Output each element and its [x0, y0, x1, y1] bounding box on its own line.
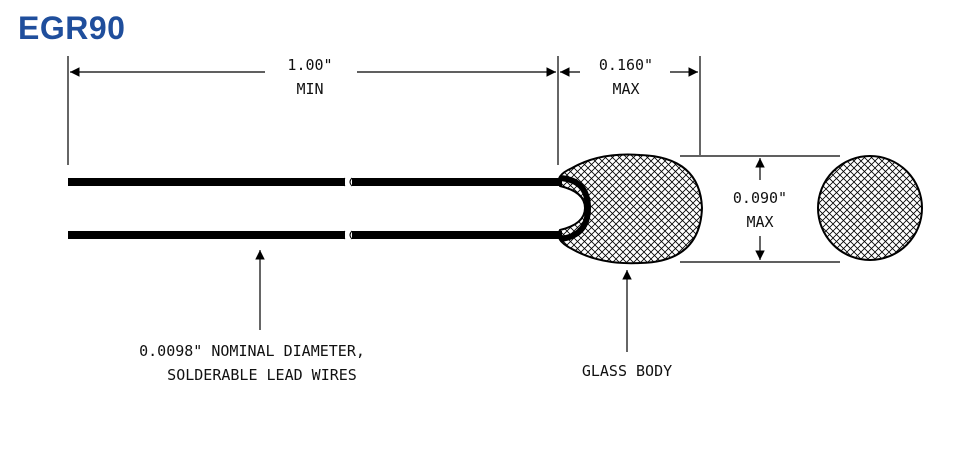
body-diameter-qualifier: MAX [746, 213, 773, 231]
glass-body-callout: GLASS BODY [582, 362, 672, 380]
lead-wires [68, 175, 592, 242]
page-title: EGR90 [18, 10, 126, 46]
body-diameter-value: 0.090" [733, 189, 787, 207]
body-length-value: 0.160" [599, 56, 653, 74]
glass-body-end-view [817, 155, 923, 261]
lead-wire-callout-line1: 0.0098" NOMINAL DIAMETER, [139, 342, 365, 360]
glass-body-side-view [557, 153, 704, 265]
lead-length-qualifier: MIN [296, 80, 323, 98]
lead-wire-callout-line2: SOLDERABLE LEAD WIRES [167, 366, 357, 384]
body-length-qualifier: MAX [612, 80, 639, 98]
lead-length-value: 1.00" [287, 56, 332, 74]
